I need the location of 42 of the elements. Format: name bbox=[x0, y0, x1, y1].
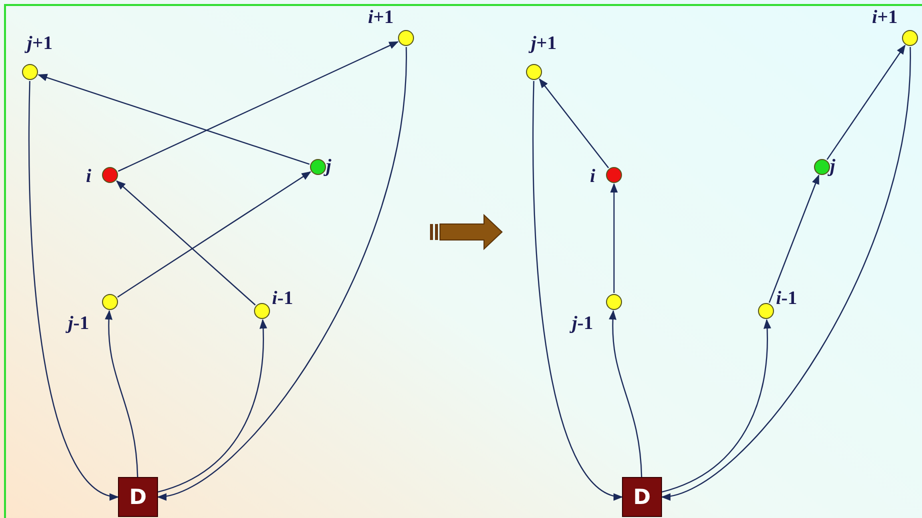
vertex-label: j+1 bbox=[27, 34, 53, 53]
vertex-label: i+1 bbox=[872, 8, 898, 27]
vertex-label: j-1 bbox=[68, 314, 90, 333]
arrow bbox=[157, 46, 407, 499]
vertex-circle bbox=[758, 303, 774, 319]
vertex-label: i bbox=[86, 167, 92, 186]
vertex-label: j bbox=[326, 157, 332, 176]
arrow bbox=[117, 171, 312, 298]
arrow bbox=[158, 319, 267, 493]
arrow bbox=[118, 41, 399, 172]
vertex-label: i bbox=[590, 167, 596, 186]
vertex-box bbox=[622, 477, 662, 517]
arrow bbox=[116, 180, 256, 306]
vertex-label: D bbox=[633, 485, 651, 509]
arrow bbox=[609, 310, 642, 478]
vertex-circle bbox=[22, 64, 38, 80]
vertex-circle bbox=[606, 167, 622, 183]
arrow bbox=[610, 183, 618, 293]
arrow bbox=[538, 78, 609, 168]
vertex-label: i+1 bbox=[368, 8, 394, 27]
vertex-circle bbox=[606, 294, 622, 310]
arrow bbox=[826, 44, 906, 160]
vertex-circle bbox=[102, 294, 118, 310]
vertex-label: i-1 bbox=[272, 289, 294, 308]
vertex-label: j bbox=[830, 157, 836, 176]
vertex-label: j-1 bbox=[572, 314, 594, 333]
vertex-circle bbox=[902, 30, 918, 46]
arrow bbox=[662, 319, 771, 493]
vertex-label: j+1 bbox=[531, 34, 557, 53]
vertex-circle bbox=[102, 167, 118, 183]
vertex-circle bbox=[526, 64, 542, 80]
arrow bbox=[661, 46, 911, 499]
arrow bbox=[105, 310, 138, 478]
arrow bbox=[38, 74, 310, 165]
vertex-label: i-1 bbox=[776, 289, 798, 308]
arrow bbox=[28, 80, 119, 499]
arrow bbox=[768, 174, 820, 303]
vertex-box bbox=[118, 477, 158, 517]
vertex-circle bbox=[398, 30, 414, 46]
arrow bbox=[532, 80, 623, 499]
vertex-circle bbox=[254, 303, 270, 319]
vertex-label: D bbox=[129, 485, 147, 509]
